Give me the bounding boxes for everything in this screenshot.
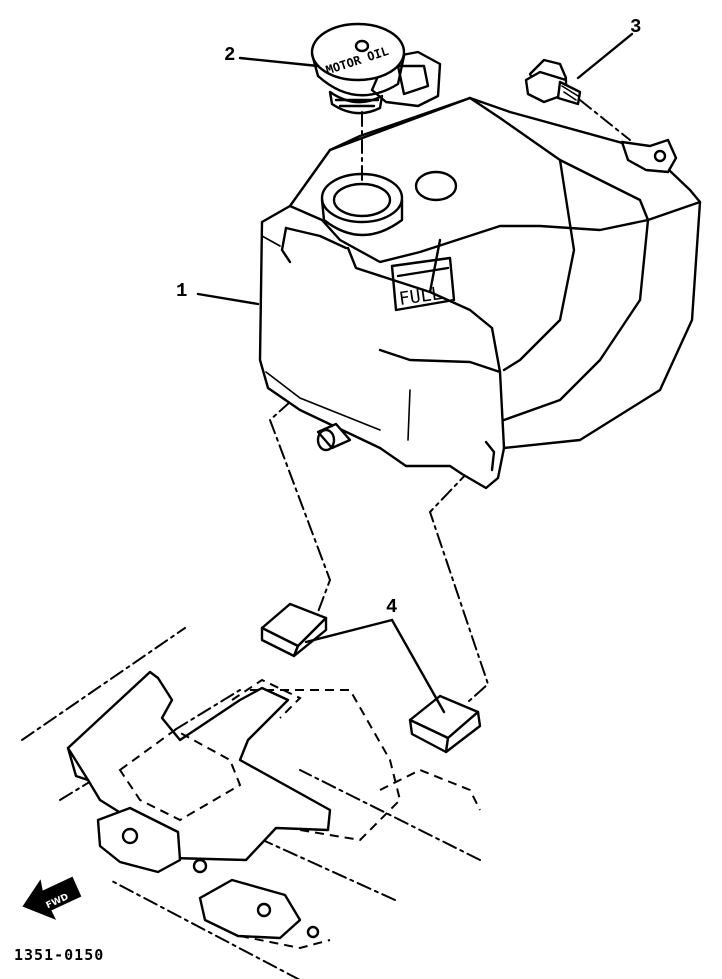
oil-tank <box>258 96 702 490</box>
oil-tank-cap <box>310 22 442 115</box>
callout-4-damper: 4 <box>386 596 398 618</box>
leader-damper-left <box>304 618 394 644</box>
callout-3-bolt: 3 <box>630 16 642 38</box>
frame-section <box>21 627 481 979</box>
damper-left <box>260 602 328 658</box>
bolt <box>524 58 582 106</box>
leader-bolt <box>576 32 634 80</box>
assembly-line-bolt <box>579 99 631 141</box>
leader-cap <box>238 56 320 68</box>
drawing-code: 1351-0150 <box>14 946 105 964</box>
assembly-line-right <box>428 469 490 703</box>
callout-2-cap: 2 <box>224 44 236 66</box>
damper-right <box>408 694 482 754</box>
leader-tank <box>196 292 260 306</box>
assembly-line-left <box>268 401 332 613</box>
callout-1-tank: 1 <box>176 280 188 302</box>
forward-arrow-icon <box>22 876 82 920</box>
leader-damper-right <box>390 618 446 714</box>
